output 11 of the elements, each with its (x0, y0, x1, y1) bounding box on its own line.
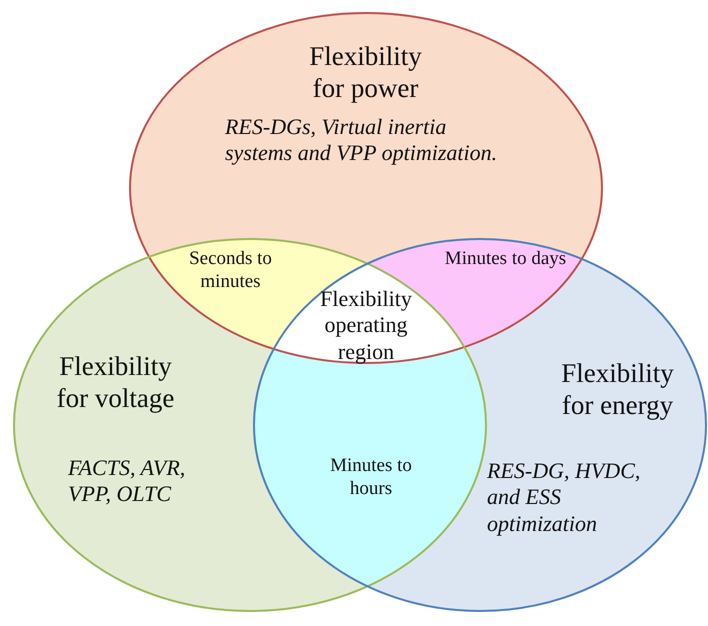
overlap-region (273, 263, 464, 363)
circle-body: RES-DGs, Virtual inertia systems and VPP optimization. (225, 114, 498, 167)
circle-heading: Flexibility for power (308, 40, 423, 105)
region-label: Seconds to minutes (188, 248, 273, 294)
region-label: Minutes to hours (329, 455, 413, 501)
region-label: Flexibility operating region (319, 286, 413, 366)
region-label: Minutes to days (444, 248, 568, 271)
circle-body: FACTS, AVR, VPP, OLTC (68, 455, 186, 508)
circle-heading: Flexibility for energy (560, 357, 675, 422)
circle-body: RES-DG, HVDC, and ESS optimization (487, 458, 642, 538)
circle-heading: Flexibility for voltage (56, 350, 176, 415)
